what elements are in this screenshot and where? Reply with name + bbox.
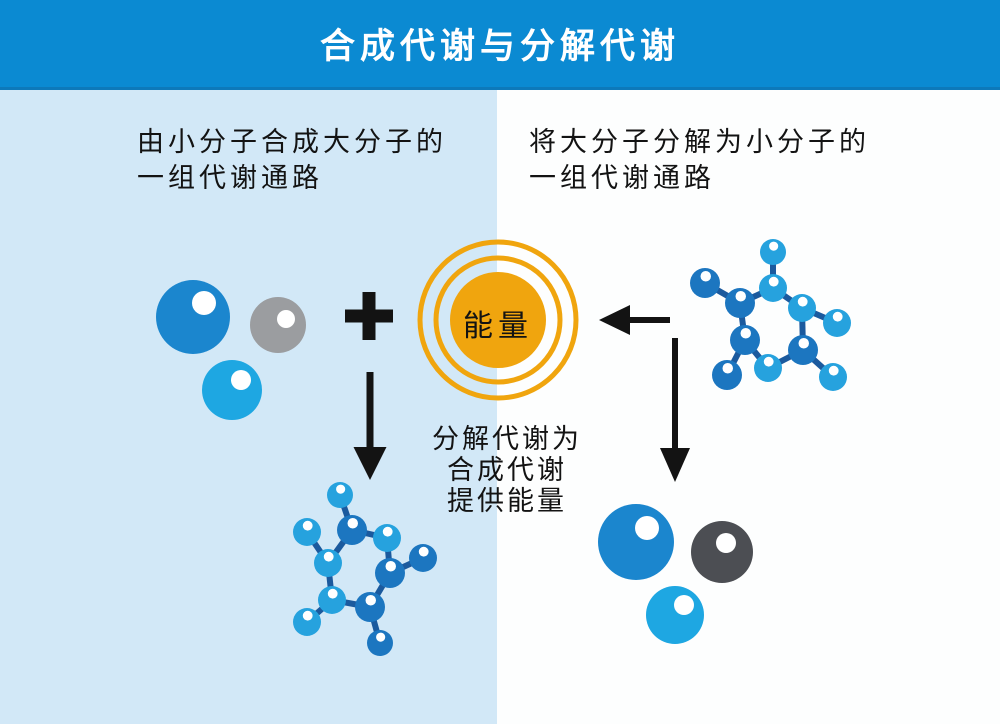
circle-highlight <box>716 533 736 553</box>
anabolism-product-molecule-atom <box>355 592 385 622</box>
energy-ring <box>433 255 563 385</box>
anabolism-product-molecule-atom <box>314 549 342 577</box>
energy-label: 能量 <box>463 310 533 343</box>
atom-highlight <box>302 610 313 621</box>
atom-highlight <box>385 561 396 572</box>
plus-icon <box>362 292 376 340</box>
title-bar: 合成代谢与分解代谢 <box>0 0 1000 90</box>
anabolism-product-molecule-atom <box>375 558 405 588</box>
energy-note: 分解代谢为 合成代谢 提供能量 <box>397 424 617 517</box>
atom-highlight <box>347 518 358 529</box>
anabolism-product-molecule-atom <box>293 608 321 636</box>
anabolism-product-molecule-atom <box>367 630 393 656</box>
anabolism-product-molecule-atom <box>318 586 346 614</box>
arrow-head-icon <box>660 448 690 482</box>
circle-highlight <box>277 310 295 328</box>
atom-highlight <box>828 365 839 376</box>
atom-highlight <box>735 291 746 302</box>
anabolism-caption-line1: 由小分子合成大分子的 <box>137 127 447 157</box>
catabolism-caption-line1: 将大分子分解为小分子的 <box>529 127 870 157</box>
atom-highlight <box>336 484 346 494</box>
energy-note-line1: 分解代谢为 <box>432 424 582 454</box>
product-circle <box>646 586 704 644</box>
catabolism-source-molecule-atom <box>819 363 847 391</box>
anabolism-product-molecule-atom <box>373 524 401 552</box>
atom-highlight <box>327 588 338 599</box>
catabolism-source-molecule-atom <box>712 360 742 390</box>
energy-ring <box>417 239 579 401</box>
reactant-circle <box>156 280 230 354</box>
atom-highlight <box>700 271 711 282</box>
catabolism-source-molecule-atom <box>788 294 816 322</box>
catabolism-source-molecule-atom <box>754 354 782 382</box>
circle-highlight <box>231 370 251 390</box>
energy-disc <box>450 272 546 368</box>
anabolism-product-molecule-atom <box>327 482 353 508</box>
anabolism-product-molecule-atom <box>409 544 437 572</box>
arrow-head-icon <box>353 447 387 480</box>
atom-highlight <box>740 328 751 339</box>
catabolism-caption-line2: 一组代谢通路 <box>529 163 715 193</box>
anabolism-caption: 由小分子合成大分子的 一组代谢通路 <box>137 124 447 196</box>
anabolism-caption-line2: 一组代谢通路 <box>137 163 323 193</box>
catabolism-caption: 将大分子分解为小分子的 一组代谢通路 <box>529 124 870 196</box>
page-title: 合成代谢与分解代谢 <box>319 27 680 66</box>
catabolism-source-molecule-atom <box>730 325 760 355</box>
atom-highlight <box>722 363 733 374</box>
atom-highlight <box>382 526 393 537</box>
energy-note-line2: 合成代谢 <box>447 455 567 485</box>
atom-highlight <box>763 356 774 367</box>
reactant-circle <box>250 297 306 353</box>
atom-highlight <box>376 632 386 642</box>
atom-highlight <box>323 551 334 562</box>
circle-highlight <box>635 516 659 540</box>
atom-highlight <box>798 338 809 349</box>
circle-highlight <box>192 291 216 315</box>
atom-highlight <box>365 595 376 606</box>
arrow-head-icon <box>599 305 630 335</box>
atom-highlight <box>768 276 779 287</box>
atom-highlight <box>302 520 313 531</box>
catabolism-source-molecule-atom <box>788 335 818 365</box>
catabolism-source-molecule-atom <box>760 239 786 265</box>
catabolism-source-molecule-atom <box>690 268 720 298</box>
circle-highlight <box>674 595 694 615</box>
atom-highlight <box>769 241 779 251</box>
catabolism-source-molecule-atom <box>823 309 851 337</box>
catabolism-panel <box>497 90 1000 724</box>
atom-highlight <box>418 546 429 557</box>
energy-note-line3: 提供能量 <box>447 486 567 516</box>
atom-highlight <box>832 311 843 322</box>
reactant-circle <box>202 360 262 420</box>
anabolism-product-molecule-atom <box>337 515 367 545</box>
catabolism-source-molecule-atom <box>759 274 787 302</box>
atom-highlight <box>797 296 808 307</box>
catabolism-source-molecule-atom <box>725 288 755 318</box>
anabolism-product-molecule-atom <box>293 518 321 546</box>
